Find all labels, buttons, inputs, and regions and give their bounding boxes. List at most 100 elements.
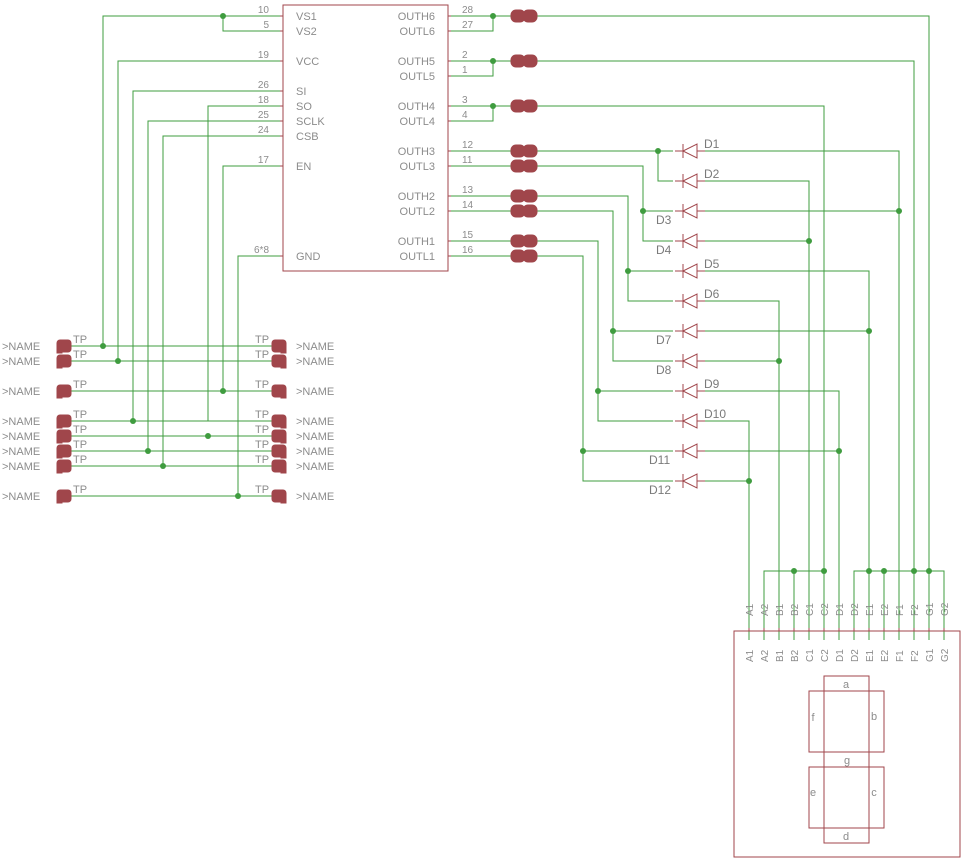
junction-dot xyxy=(836,448,842,454)
test-point-label: TP xyxy=(255,334,269,346)
junction-dot xyxy=(490,13,496,19)
ic-pin-number: 12 xyxy=(462,140,474,151)
test-point-name: >NAME xyxy=(2,431,40,443)
test-point-name: >NAME xyxy=(2,461,40,473)
junction-dot xyxy=(776,358,782,364)
test-point-label: TP xyxy=(73,409,87,421)
test-point-name: >NAME xyxy=(296,461,334,473)
ic-pin-number: 3 xyxy=(462,95,468,106)
diode-body xyxy=(681,263,698,279)
test-point-label: TP xyxy=(73,484,87,496)
test-point-label: TP xyxy=(73,379,87,391)
net xyxy=(657,151,673,182)
ic-pin-name-en: EN xyxy=(296,161,311,173)
junction-dot xyxy=(160,463,166,469)
ic-pin-number: 13 xyxy=(462,185,474,196)
ic-pin-number: 25 xyxy=(258,110,270,121)
diode-label-d1: D1 xyxy=(704,137,720,151)
ic-pin-name-sclk: SCLK xyxy=(296,116,325,128)
junction-dot xyxy=(806,238,812,244)
segment-label-c: c xyxy=(871,787,877,799)
ic-pin-name-outl3: OUTL3 xyxy=(400,161,435,173)
ic-pin-number: 11 xyxy=(462,155,473,166)
ic-pin-name-outl4: OUTL4 xyxy=(400,116,435,128)
parts xyxy=(56,4,961,858)
test-point-name: >NAME xyxy=(2,491,40,503)
junction-dot xyxy=(220,13,226,19)
diode-body xyxy=(681,293,698,309)
test-point-label: TP xyxy=(255,379,269,391)
segment-e xyxy=(808,766,825,829)
display-pin-label-inner: C1 xyxy=(805,649,816,662)
junction-dot xyxy=(610,328,616,334)
display-pin-label-outer: A2 xyxy=(760,603,771,616)
display-pin-label-outer: F1 xyxy=(895,604,906,616)
junction-dot xyxy=(205,433,211,439)
display-pin-label-outer: G2 xyxy=(940,602,951,616)
test-point-pad-tab xyxy=(56,422,63,429)
test-point-pad-tab xyxy=(56,347,63,354)
ic-pin-name-outh3: OUTH3 xyxy=(398,146,435,158)
ic-pin-name-csb: CSB xyxy=(296,131,319,143)
ic-pin-name-outh1: OUTH1 xyxy=(398,236,435,248)
junction-dot xyxy=(115,358,121,364)
test-point-pad-tab xyxy=(56,497,63,504)
ic-pin-name-vs1: VS1 xyxy=(296,11,317,23)
test-point-name: >NAME xyxy=(296,341,334,353)
solder-jumper-pad xyxy=(522,99,538,113)
display-pin-label-outer: A1 xyxy=(745,603,756,616)
wires xyxy=(71,13,945,640)
test-point-label: TP xyxy=(255,349,269,361)
ic-pin-number: 18 xyxy=(258,95,270,106)
display-pin-label-inner: D2 xyxy=(850,649,861,662)
net xyxy=(537,210,673,362)
display-pin-label-outer: C2 xyxy=(820,603,831,616)
solder-jumper-pad xyxy=(522,144,538,158)
test-point-pad-tab xyxy=(56,392,63,399)
display-pin-label-outer: E2 xyxy=(880,603,891,616)
display-pin-label-outer: F2 xyxy=(910,604,921,616)
segment-b xyxy=(868,690,885,753)
diode-body xyxy=(681,203,698,219)
en-wire xyxy=(222,165,280,391)
diode-label-d2: D2 xyxy=(704,167,720,181)
ic-pin-number: 6*8 xyxy=(254,245,269,256)
display-pin-label-inner: F1 xyxy=(895,650,906,662)
junction-dot xyxy=(866,328,872,334)
display-pin-label-inner: D1 xyxy=(835,649,846,662)
ic-pin-name-so: SO xyxy=(296,101,312,113)
display-pin-label-outer: B1 xyxy=(775,603,786,616)
diode-label-d9: D9 xyxy=(704,377,720,391)
test-point-pad-tab xyxy=(280,362,287,369)
driver-ic-body xyxy=(282,4,449,272)
gnd-wire xyxy=(237,255,280,496)
test-point-label: TP xyxy=(255,484,269,496)
net xyxy=(705,270,870,571)
segment-d xyxy=(823,827,870,844)
display-pin-label-inner: B2 xyxy=(790,649,801,662)
test-point-label: TP xyxy=(73,439,87,451)
net xyxy=(705,300,780,571)
ic-pin-name-vcc: VCC xyxy=(296,56,319,68)
segment-a xyxy=(823,675,870,692)
display-pin-label-outer: E1 xyxy=(865,603,876,616)
vs2-wire xyxy=(222,16,280,32)
ic-pin-name-outh4: OUTH4 xyxy=(398,101,435,113)
junction-dot xyxy=(746,478,752,484)
segment-c xyxy=(868,766,885,829)
solder-jumper-pad xyxy=(522,9,538,23)
display-pin-label-outer: D2 xyxy=(850,603,861,616)
net xyxy=(537,240,673,422)
solder-jumper-pad xyxy=(522,189,538,203)
test-point-name: >NAME xyxy=(2,416,40,428)
test-point-name: >NAME xyxy=(296,386,334,398)
test-point-pad-tab xyxy=(280,392,287,399)
junction-dot xyxy=(145,448,151,454)
ic-pin-name-outl1: OUTL1 xyxy=(400,251,435,263)
junction-dot xyxy=(220,388,226,394)
ic-pin-number: 4 xyxy=(462,110,468,121)
test-point-pad-tab xyxy=(280,422,287,429)
diode-body xyxy=(681,383,698,399)
display-pin-label-inner: E2 xyxy=(880,649,891,662)
